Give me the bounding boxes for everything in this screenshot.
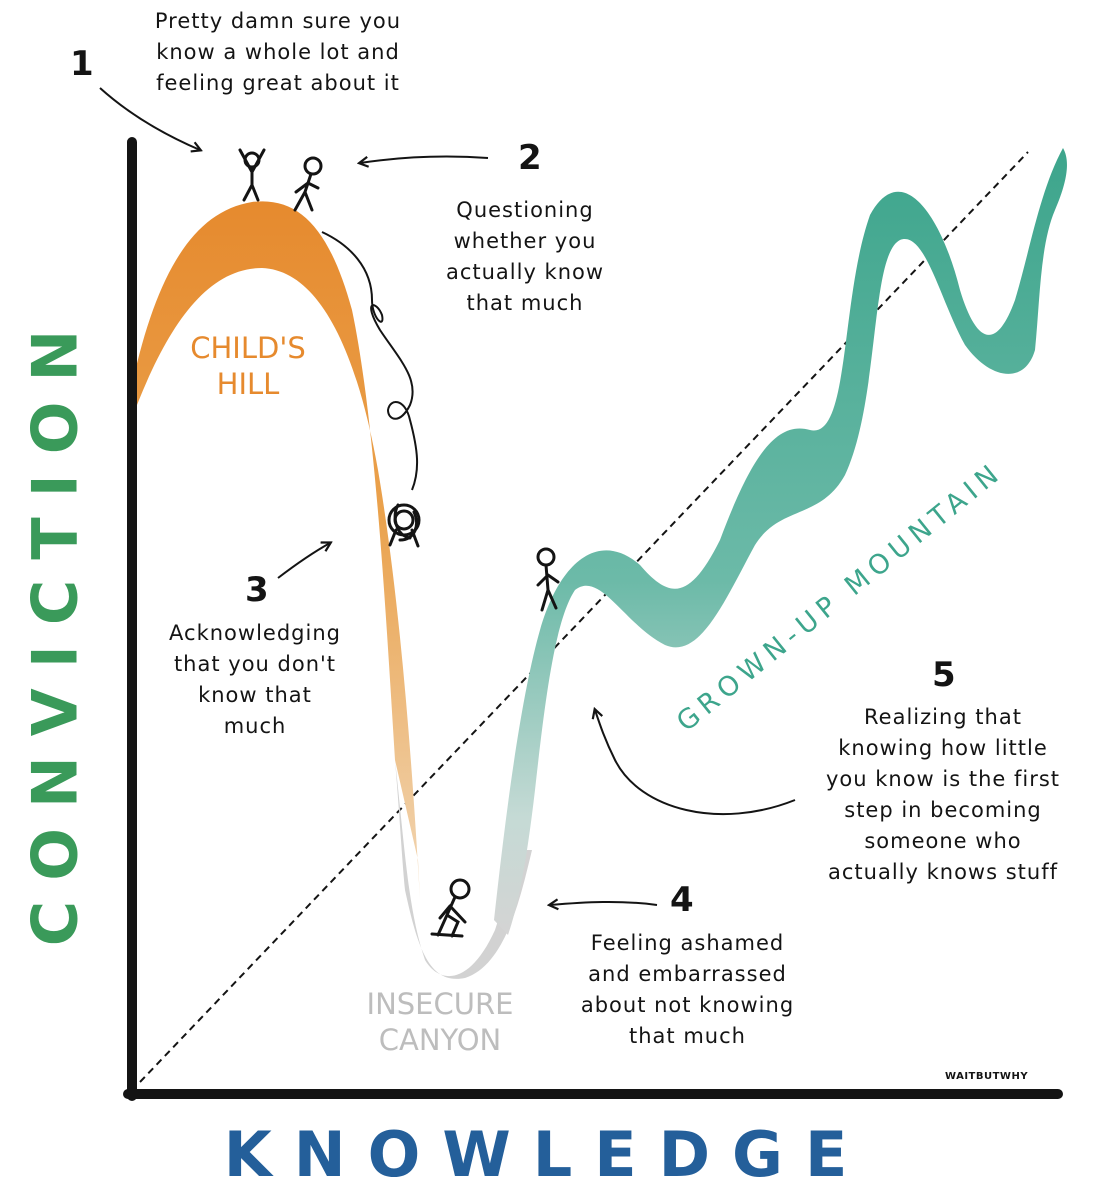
- stage-4-text: Feeling ashamed and embarrassed about no…: [580, 931, 795, 1048]
- stick-figure-icon: [430, 878, 471, 938]
- x-axis-label: KNOWLEDGE: [223, 1118, 870, 1191]
- insecure-canyon-band: [395, 760, 532, 979]
- tumble-path: [321, 231, 419, 491]
- stage-5-text: Realizing that knowing how little you kn…: [825, 705, 1061, 884]
- stick-figure-icon: [293, 156, 323, 212]
- credit-watermark: WAITBUTWHY: [945, 1071, 1029, 1082]
- arrow-1: [99, 87, 200, 150]
- stick-figure-icon: [387, 503, 421, 548]
- stage-1-number: 1: [70, 44, 94, 84]
- stage-2-number: 2: [518, 138, 542, 178]
- stage-2-text: Questioning whether you actually know th…: [445, 198, 605, 315]
- stage-5-number: 5: [932, 655, 956, 695]
- arrow-3: [277, 543, 330, 579]
- stick-figure-icon: [536, 547, 560, 612]
- childs-hill-label: CHILD'S HILL: [190, 331, 306, 401]
- stage-4-number: 4: [670, 880, 694, 920]
- stage-3-text: Acknowledging that you don't know that m…: [169, 621, 341, 738]
- arrow-4: [550, 902, 658, 905]
- diagonal-guide-line: [139, 151, 1029, 1083]
- insecure-canyon-label: INSECURE CANYON: [366, 987, 514, 1057]
- arrow-2: [360, 155, 489, 163]
- stick-figure-icon: [238, 148, 266, 202]
- stage-3-number: 3: [245, 570, 269, 610]
- arrow-5: [595, 710, 796, 816]
- stage-1-text: Pretty damn sure you know a whole lot an…: [154, 9, 402, 95]
- y-axis-label: CONVICTION: [18, 309, 92, 947]
